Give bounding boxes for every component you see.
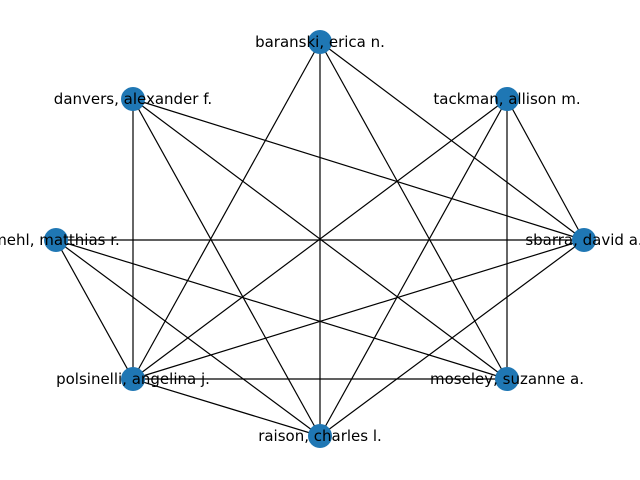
edge-mehl-moseley: [55, 239, 508, 380]
edge-polsinelli-raison: [132, 378, 321, 437]
node-polsinelli: [121, 367, 145, 391]
edge-polsinelli-sbarra: [132, 239, 585, 380]
edge-danvers-moseley: [132, 98, 508, 380]
node-mehl: [44, 228, 68, 252]
edge-baranski-sbarra: [319, 41, 585, 241]
node-label-polsinelli: polsinelli, angelina j.: [56, 370, 210, 388]
edge-mehl-polsinelli: [55, 239, 134, 380]
graph-edges: [55, 41, 585, 437]
edge-raison-sbarra: [319, 239, 585, 437]
node-moseley: [495, 367, 519, 391]
edge-mehl-raison: [55, 239, 321, 437]
graph-nodes: [44, 30, 596, 448]
node-label-mehl: mehl, matthias r.: [0, 231, 120, 249]
edge-danvers-raison: [132, 98, 321, 437]
node-raison: [308, 424, 332, 448]
edge-baranski-moseley: [319, 41, 508, 380]
node-label-raison: raison, charles l.: [258, 427, 382, 445]
node-tackman: [495, 87, 519, 111]
node-baranski: [308, 30, 332, 54]
node-label-tackman: tackman, allison m.: [433, 90, 580, 108]
edge-tackman-sbarra: [506, 98, 585, 241]
node-label-baranski: baranski, erica n.: [255, 33, 385, 51]
edge-tackman-raison: [319, 98, 508, 437]
node-sbarra: [572, 228, 596, 252]
graph-labels: baranski, erica n. tackman, allison m. sba…: [0, 33, 640, 445]
node-label-sbarra: sbarra, david a.: [525, 231, 640, 249]
node-label-danvers: danvers, alexander f.: [54, 90, 212, 108]
node-danvers: [121, 87, 145, 111]
node-label-moseley: moseley, suzanne a.: [430, 370, 584, 388]
edge-danvers-sbarra: [132, 98, 585, 241]
edge-baranski-polsinelli: [132, 41, 321, 380]
